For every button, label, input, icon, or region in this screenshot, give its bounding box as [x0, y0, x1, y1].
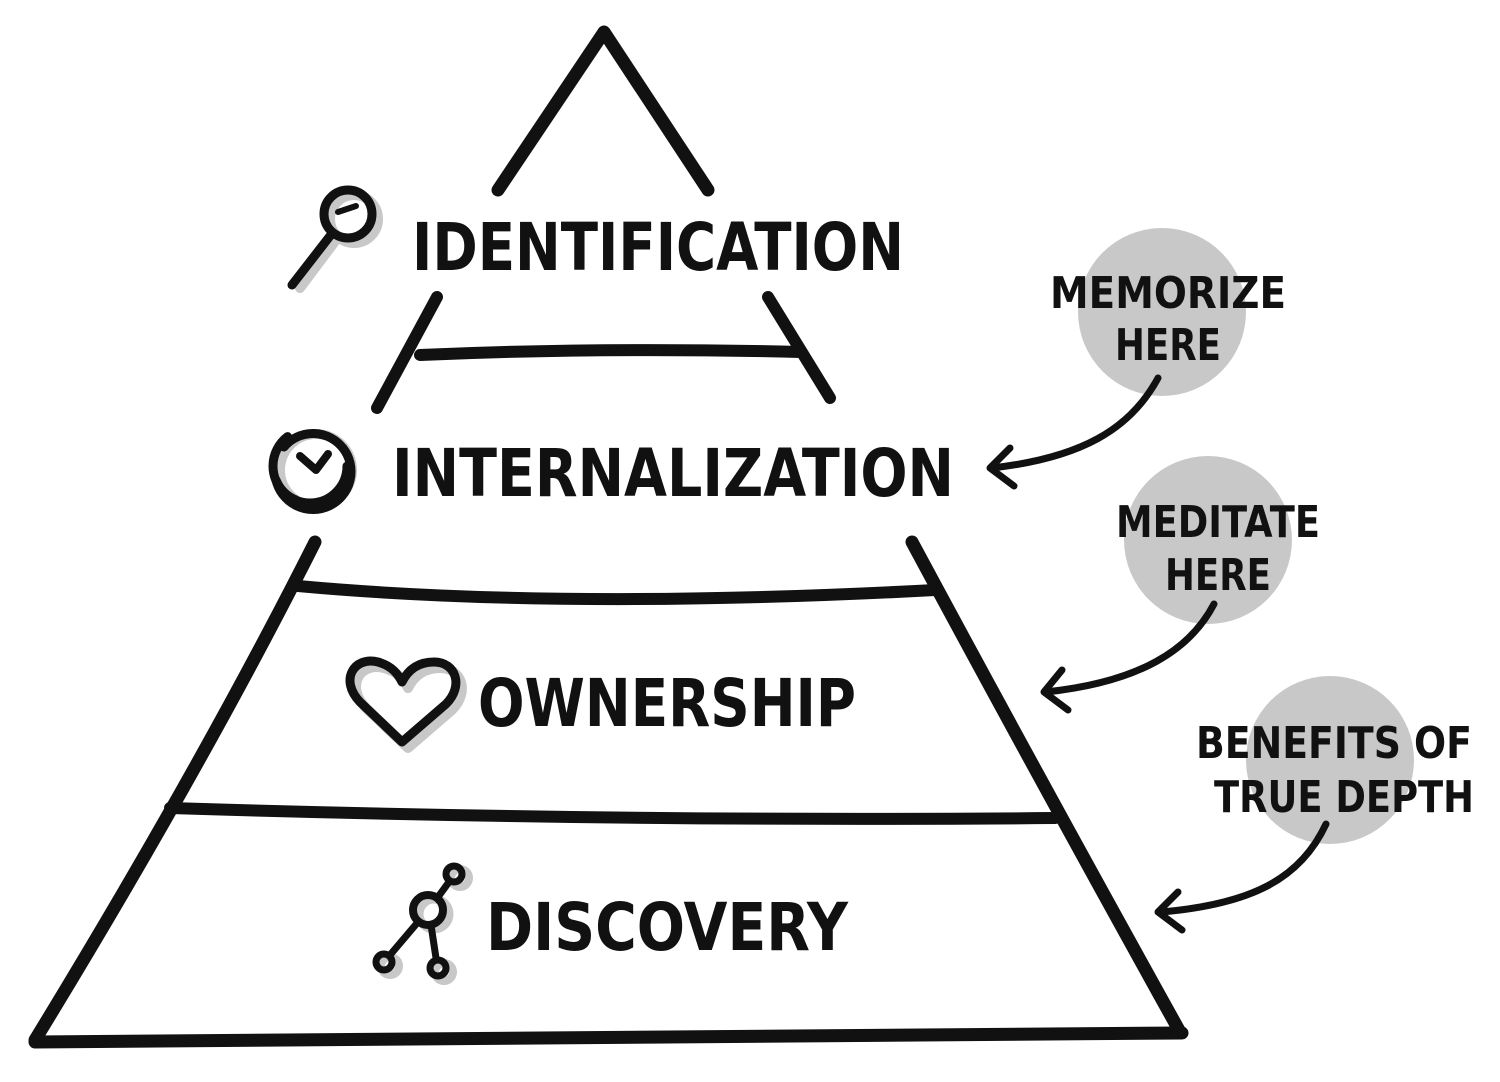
note-meditate-line-1: MEDITATE	[1116, 497, 1320, 548]
pyramid-lower-right-edge	[905, 535, 1187, 1039]
level-ownership: OWNERSHIP	[345, 656, 856, 753]
arrow-to-ownership	[1042, 600, 1218, 696]
note-memorize-line-2: HERE	[1115, 320, 1221, 371]
note-meditate-line-2: HERE	[1165, 550, 1271, 601]
pyramid-upper-left-edge	[371, 291, 443, 414]
magnifier-icon	[287, 185, 383, 293]
level-label-ownership: OWNERSHIP	[478, 665, 856, 742]
heart-icon	[345, 656, 467, 753]
pyramid-lower-left-edge	[28, 535, 322, 1047]
level-internalization: INTERNALIZATION	[268, 424, 954, 515]
note-meditate: MEDITATE HERE	[1040, 456, 1320, 714]
note-circle	[1246, 676, 1414, 844]
pyramid-outline	[28, 25, 1189, 1049]
divider-line-3	[164, 802, 1061, 825]
note-memorize: MEMORIZE HERE	[986, 228, 1286, 490]
note-benefits-line-2: TRUE DEPTH	[1214, 772, 1474, 823]
level-label-identification: IDENTIFICATION	[412, 209, 904, 286]
note-benefits: BENEFITS OF TRUE DEPTH	[1154, 676, 1474, 934]
pyramid-apex-edges	[491, 25, 715, 197]
note-circle	[1078, 228, 1246, 396]
arrow-to-internalization	[988, 374, 1162, 472]
level-identification: IDENTIFICATION	[287, 185, 904, 293]
cycle-arrow-icon	[268, 424, 357, 515]
level-label-discovery: DISCOVERY	[486, 889, 849, 966]
note-benefits-line-1: BENEFITS OF	[1196, 718, 1472, 769]
arrow-to-discovery	[1158, 820, 1330, 916]
pyramid-base-line	[28, 1026, 1189, 1049]
note-memorize-line-1: MEMORIZE	[1050, 268, 1286, 319]
note-circle	[1124, 456, 1292, 624]
divider-line-2	[292, 580, 941, 606]
level-label-internalization: INTERNALIZATION	[392, 435, 954, 512]
divider-line-1	[414, 344, 806, 361]
network-nodes-icon	[372, 862, 473, 985]
level-discovery: DISCOVERY	[372, 862, 849, 985]
